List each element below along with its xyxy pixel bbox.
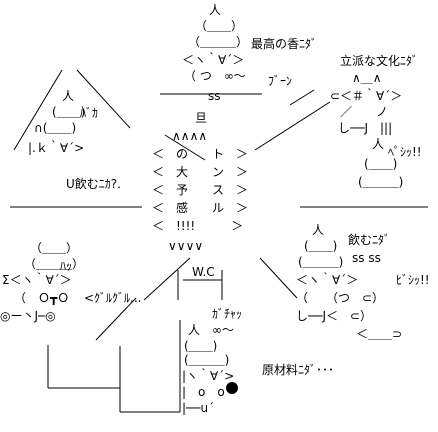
guru-text: <ｸﾞﾙｸﾞﾙ... (84, 291, 142, 305)
tan-cup: 旦 (195, 111, 208, 125)
diag-bottom-left-2 (95, 297, 137, 341)
left-poop-4: |.ｋ｀∀´> (28, 141, 85, 155)
left-poop-1: 人 (62, 89, 75, 103)
right-bottom-man-3: し──J＜ ⊂） (296, 309, 373, 323)
poop-top-3: （＿＿＿） (188, 35, 249, 49)
right-man-3: ／ ノ (340, 105, 389, 119)
right-bottom-poop-1: 人 (312, 223, 325, 237)
ganya-text: ｶﾞﾁｬｯ (212, 307, 243, 321)
center-line-4: ＜ 感 ル ＞ (152, 201, 249, 215)
left-man-3: Σ＜ヽ｀∀´＞ (2, 273, 72, 287)
toilet-6: |──u´ (182, 401, 215, 415)
center-line-5: ＜ !!!! ＞ (152, 219, 244, 233)
right-bottom-poop-2: (＿＿) (304, 239, 338, 253)
hah-text: ﾊｯ (60, 259, 73, 273)
diag-top-right (254, 101, 331, 151)
left-man-4: （ Ｏ┳Ｏ (14, 291, 70, 305)
left-poop-2: (＿＿) (52, 105, 86, 119)
tent-left-line (13, 69, 63, 151)
left-man-2: （＿＿＿） (24, 257, 85, 271)
drink-nida: 飲むﾆﾀﾞ (348, 233, 391, 247)
right-poop-2: (＿＿) (364, 157, 398, 171)
center-bottom: ∨∨∨∨ (168, 239, 204, 253)
baka-text: ﾊﾞｶ (80, 106, 99, 120)
pishi2-text: ﾋﾞｼｯ!! (396, 273, 430, 287)
left-man-5: ◎ー丶J─◎ (0, 309, 56, 323)
toilet-3: (＿＿＿) (184, 353, 230, 367)
poop-top-1: 人 (197, 3, 222, 17)
right-bottom-man-4: ＜＿＿⊃ (356, 327, 403, 341)
poop-top-4: ＜ヽ｀∀´＞ (182, 53, 245, 67)
toilet-4: |ヽ｀∀´> (182, 369, 235, 383)
nomu-question: U飲むﾆｶ?. (66, 177, 121, 191)
center-line-1: ＜ の ト ＞ (152, 147, 249, 161)
right-bottom-steam: ss ss (352, 251, 381, 265)
center-top: ∧∧∧∧ (172, 129, 208, 143)
pishi-text: ﾍﾟｼｯ!! (388, 145, 422, 159)
diag-bottom-right (259, 257, 298, 299)
boon-text: ﾌﾞｰﾝ (268, 74, 293, 88)
right-man-1: ∧＿∧ (352, 71, 382, 85)
toilet-1: 人 ∞～ (188, 323, 234, 337)
right-bottom-man-2: （ （つ ⊂） (296, 291, 385, 305)
speech-culture: 立派な文化ﾆﾀﾞ (340, 54, 419, 68)
speech-top: 最高の香ﾆﾀﾞ (251, 37, 318, 51)
diag-top-right-2 (289, 89, 315, 106)
steam-top: ss (208, 89, 221, 103)
poop-top-5: （ つ ∞～ (184, 69, 246, 83)
wc-sign: W.C (192, 265, 215, 279)
toilet-2: (＿＿) (184, 339, 218, 353)
tent-right-line (76, 69, 131, 129)
right-man-4: し──J ||| (338, 121, 393, 135)
diag-top-left (164, 134, 206, 161)
poop-top-2: （＿＿） (195, 19, 244, 33)
black-ball (226, 382, 238, 394)
right-poop-3: (＿＿＿) (358, 175, 404, 189)
center-line-2: ＜ 大 ン ＞ (152, 165, 249, 179)
right-bottom-man-1: ＜ヽ｀∀´＞ (296, 273, 359, 287)
center-line-3: ＜ 予 ス ＞ (152, 183, 249, 197)
diag-bottom-left (143, 257, 191, 301)
toilet-5: | o o (182, 385, 225, 399)
left-man-1: （＿＿） (30, 241, 79, 255)
right-bottom-poop-3: (＿＿＿) (298, 255, 344, 269)
ingredients-text: 原材料ﾆﾀﾞ･･･ (262, 363, 335, 377)
right-man-2: ⊂＜＃｀∀´＞ (330, 89, 403, 103)
right-poop-1: 人 (372, 137, 385, 151)
left-poop-3: ∩(＿＿) (34, 121, 77, 135)
